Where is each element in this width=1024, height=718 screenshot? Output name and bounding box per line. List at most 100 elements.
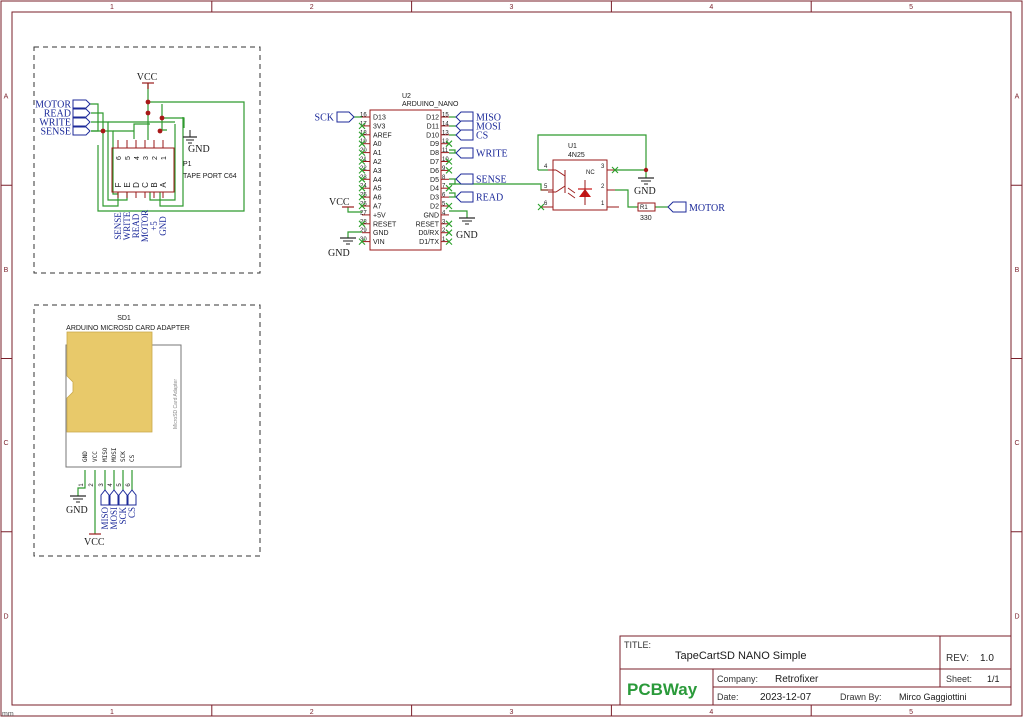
net-label-motor: MOTOR: [689, 203, 725, 214]
column-marker: 4: [709, 709, 713, 716]
no-connect-mark: [358, 140, 366, 148]
pin-letter: E: [123, 182, 132, 187]
ground-symbol: GND: [66, 495, 88, 516]
net-label-sck: SCK: [315, 113, 335, 124]
pin-number: 2: [442, 228, 446, 234]
net-label-mosi: MOSI: [476, 122, 501, 133]
pin-name: GND: [373, 230, 389, 237]
row-marker: D: [3, 613, 8, 620]
column-marker: 5: [909, 709, 913, 716]
ground-symbol: GND: [634, 177, 656, 197]
no-connect-mark: [358, 149, 366, 156]
pin-name: RESET: [373, 221, 397, 228]
ground-symbol: GND: [456, 217, 478, 241]
title-label: TITLE:: [624, 640, 651, 650]
drawn-value: Mirco Gaggiottini: [899, 692, 967, 702]
no-connect-mark: [358, 202, 366, 210]
pin-number: 16: [360, 113, 367, 119]
u1-designator: U1: [568, 143, 577, 150]
gnd-label: GND: [328, 248, 350, 259]
pin-letter: F: [114, 182, 123, 187]
pin-number: 15: [442, 113, 449, 119]
pin-function-write: WRITE: [122, 211, 132, 240]
pin-number: 14: [442, 121, 449, 127]
pin-function-plus5: +5: [149, 221, 159, 231]
no-connect-mark: [358, 238, 366, 245]
u2-designator: U2: [402, 93, 411, 100]
pin-number: 4: [134, 156, 141, 160]
tape-port-wires: [90, 83, 245, 212]
tape-port-junctions: [100, 99, 165, 134]
no-connect-mark: [445, 220, 453, 228]
pin-name: RESET: [416, 221, 440, 228]
no-connect-mark: [358, 193, 366, 201]
no-connect-mark: [445, 184, 453, 192]
resistor-r1: R1 330: [637, 202, 656, 222]
net-label-motor: MOTOR: [35, 100, 71, 111]
date-value: 2023-12-07: [760, 692, 812, 703]
pin-name: VIN: [373, 239, 385, 246]
pin-number: 13: [442, 130, 449, 136]
row-marker: A: [1015, 94, 1020, 101]
gnd-label: GND: [188, 144, 210, 155]
sd-pin-name: MOSI: [111, 447, 118, 462]
pin-name: A7: [373, 204, 382, 211]
sd-pin-name: SCK: [120, 451, 127, 462]
company-value: Retrofixer: [775, 674, 819, 685]
sheet-label: Sheet:: [946, 674, 972, 684]
pcbway-logo: PCBWay: [627, 680, 698, 699]
title-value: TapeCartSD NANO Simple: [675, 650, 806, 662]
sd-pin-number: 1: [79, 483, 85, 487]
pin-number: 1: [442, 237, 446, 243]
pin-name: A3: [373, 168, 382, 175]
pin-function-motor: MOTOR: [140, 210, 150, 242]
pin-name: GND: [423, 212, 439, 219]
vcc-symbol: VCC: [137, 72, 158, 89]
net-label-mosi: MOSI: [109, 507, 119, 530]
pin-name: A5: [373, 186, 382, 193]
gnd-label: GND: [66, 505, 88, 516]
gnd-label: GND: [634, 186, 656, 197]
tape-port-group-box: [33, 46, 261, 274]
vcc-label: VCC: [329, 197, 350, 208]
sheet-value: 1/1: [987, 674, 1000, 684]
column-marker: 2: [310, 709, 314, 716]
pin-name: D10: [426, 132, 439, 139]
no-connect-mark: [537, 203, 545, 211]
pin-number: 9: [442, 166, 446, 172]
column-marker: 5: [909, 4, 913, 11]
pin-letter: D: [132, 182, 141, 188]
net-label-read: READ: [44, 109, 71, 120]
rev-label: REV:: [946, 653, 969, 664]
pin-number: 27: [360, 210, 367, 216]
no-connect-mark: [611, 166, 619, 174]
opto-wires: [537, 134, 668, 208]
motor-net-label: MOTOR: [667, 201, 725, 214]
junction-dot: [145, 99, 151, 105]
vcc-label: VCC: [84, 537, 105, 548]
pin-name: A6: [373, 195, 382, 202]
row-marker: C: [1014, 440, 1019, 447]
pin-name: D6: [430, 168, 439, 175]
no-connect-mark: [358, 122, 366, 130]
corner-tag: mm: [2, 711, 14, 718]
pin-number: 8: [442, 175, 446, 181]
sd-pin-number: 5: [117, 483, 123, 487]
net-label-sck: SCK: [118, 507, 128, 525]
pin-name: A4: [373, 177, 382, 184]
pin-name: +5V: [373, 212, 386, 219]
junction-dot: [157, 128, 163, 134]
sd1-designator: SD1: [117, 315, 131, 322]
pin-number: 7: [442, 184, 446, 190]
row-marker: D: [1014, 613, 1019, 620]
ground-symbol: GND: [183, 130, 210, 155]
sd-pin-number: 6: [126, 483, 132, 487]
no-connect-marks: [358, 122, 619, 245]
pin-name: D7: [430, 159, 439, 166]
no-connect-mark: [445, 202, 453, 210]
net-label-sense: SENSE: [40, 127, 71, 138]
column-marker: 1: [110, 709, 114, 716]
